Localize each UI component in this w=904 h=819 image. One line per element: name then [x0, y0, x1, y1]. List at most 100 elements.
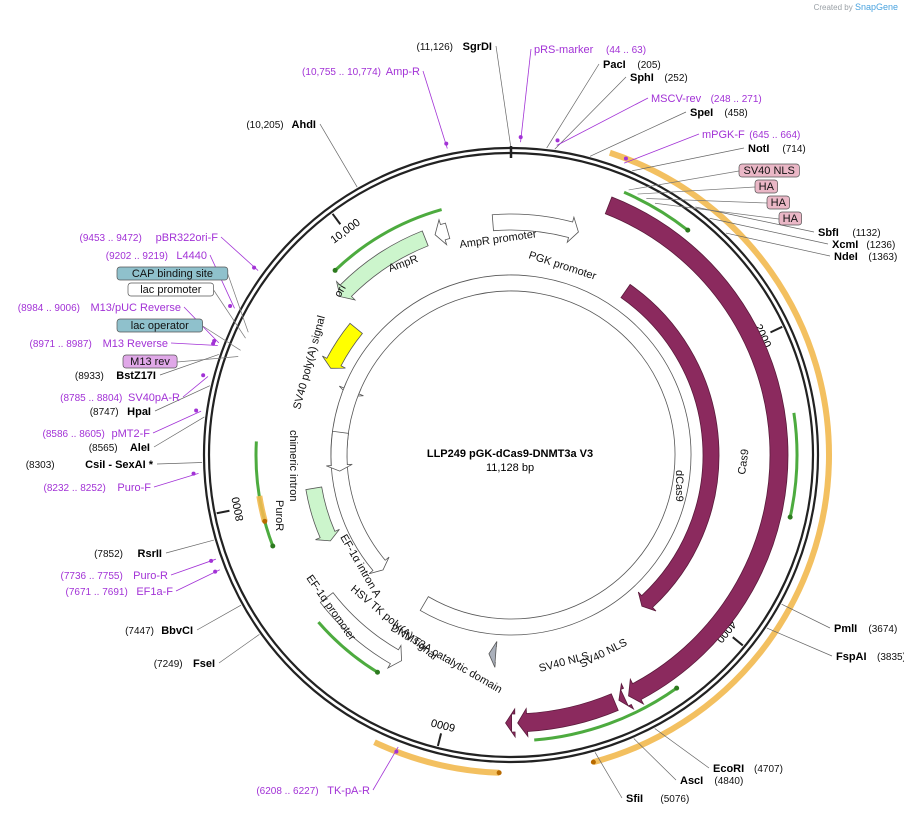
primer-label[interactable]: pRS-marker	[534, 44, 594, 56]
enzyme-coordinate: (252)	[664, 73, 687, 84]
feature-arrow[interactable]	[491, 213, 579, 244]
primer-label[interactable]: Amp-R	[386, 66, 420, 78]
orf-arc	[788, 412, 799, 518]
enzyme-label[interactable]: AhdI	[292, 119, 316, 131]
enzyme-leader-line	[165, 539, 215, 554]
enzyme-label[interactable]: BbvCI	[161, 625, 193, 637]
primer-coordinate: (6208 .. 6227)	[256, 786, 318, 797]
enzyme-label[interactable]: SbfI	[818, 227, 839, 239]
enzyme-label[interactable]: XcmI	[832, 239, 858, 251]
enzyme-coordinate: (3835)	[877, 652, 904, 663]
feature-arrow[interactable]	[305, 486, 340, 542]
feature-arrow[interactable]	[618, 682, 635, 711]
primer-label[interactable]: M13 Reverse	[103, 338, 168, 350]
feature-leader-line	[646, 198, 768, 204]
enzyme-label[interactable]: AscI	[680, 775, 703, 787]
enzyme-leader-line	[766, 627, 833, 657]
orf-arrow-tip	[374, 669, 380, 675]
primer-binding-mark	[211, 341, 216, 346]
primer-label[interactable]: M13/pUC Reverse	[91, 302, 181, 314]
primer-label[interactable]: TK-pA-R	[327, 785, 370, 797]
feature-tag-box[interactable]	[778, 211, 802, 226]
orf-arrow-tip	[674, 685, 680, 691]
enzyme-label[interactable]: EcoRI	[713, 763, 744, 775]
primer-leader-line	[623, 133, 700, 164]
enzyme-label[interactable]: AleI	[130, 442, 150, 454]
feature-tag-box[interactable]	[116, 266, 229, 281]
enzyme-label[interactable]: FspAI	[836, 651, 867, 663]
primer-leader-line	[182, 376, 209, 398]
enzyme-leader-line	[632, 147, 745, 172]
enzyme-label[interactable]: BstZ17I	[116, 370, 156, 382]
feature-arrow[interactable]	[322, 322, 363, 369]
primer-label[interactable]: mPGK-F	[702, 129, 745, 141]
enzyme-label[interactable]: CsiI - SexAI *	[85, 459, 154, 471]
primer-label[interactable]: EF1a-F	[136, 586, 173, 598]
enzyme-leader-line	[654, 728, 710, 769]
enzyme-label[interactable]: PacI	[603, 59, 626, 71]
feature-arrow[interactable]	[326, 430, 353, 472]
feature-leader-line	[628, 170, 740, 191]
orf-arc	[534, 686, 678, 742]
primer-label[interactable]: L4440	[176, 250, 207, 262]
feature-arrow[interactable]	[335, 230, 429, 301]
feature-tag-box[interactable]	[122, 354, 178, 369]
enzyme-coordinate: (11,126)	[416, 42, 453, 53]
feature-arrow[interactable]	[488, 641, 498, 668]
primer-label[interactable]: Puro-R	[133, 570, 168, 582]
enzyme-coordinate: (7249)	[154, 659, 183, 670]
feature-arrow[interactable]	[517, 693, 619, 738]
enzyme-label[interactable]: SgrDI	[463, 41, 492, 53]
primer-binding-mark	[518, 135, 523, 140]
orf-arrow-tip	[270, 543, 276, 549]
primer-binding-mark	[194, 408, 199, 413]
feature-tag-box[interactable]	[127, 282, 214, 297]
feature-name-label: AmpR promoter	[459, 228, 538, 251]
snapgene-logo-text: SnapGene	[854, 2, 898, 12]
primer-label[interactable]: pMT2-F	[112, 428, 151, 440]
feature-tag-box[interactable]	[116, 318, 203, 333]
enzyme-label[interactable]: SphI	[630, 72, 654, 84]
primer-label[interactable]: SV40pA-R	[128, 392, 180, 404]
feature-tag-box[interactable]	[754, 179, 778, 194]
enzyme-coordinate: (3674)	[868, 624, 897, 635]
orf-arc	[254, 441, 275, 547]
enzyme-coordinate: (4840)	[714, 776, 743, 787]
feature-leader-line	[637, 186, 756, 195]
enzyme-label[interactable]: NotI	[748, 143, 769, 155]
feature-arrow[interactable]	[434, 218, 451, 246]
enzyme-label[interactable]: RsrII	[138, 548, 162, 560]
orf-arrow-tip	[332, 267, 338, 273]
feature-leader-line	[213, 289, 246, 339]
enzyme-label[interactable]: HpaI	[127, 406, 151, 418]
created-by-text: Created by	[813, 3, 853, 12]
enzyme-leader-line	[594, 752, 623, 799]
feature-arrow[interactable]	[620, 283, 720, 612]
scale-tick	[331, 213, 342, 225]
primer-leader-line	[170, 558, 216, 576]
primer-label[interactable]: pBR322ori-F	[156, 232, 219, 244]
enzyme-label[interactable]: SpeI	[690, 107, 713, 119]
enzyme-label[interactable]: SfiI	[626, 793, 643, 805]
orf-arrow-tip	[496, 770, 502, 776]
enzyme-label[interactable]: PmlI	[834, 623, 857, 635]
feature-tag-box[interactable]	[766, 195, 790, 210]
enzyme-leader-line	[159, 354, 219, 376]
primer-binding-mark	[623, 156, 628, 161]
primer-label[interactable]: Puro-F	[117, 482, 151, 494]
enzyme-leader-line	[554, 76, 627, 150]
enzyme-label[interactable]: NdeI	[834, 251, 858, 263]
feature-name-label: ori	[332, 283, 349, 300]
primer-coordinate: (10,755 .. 10,774)	[302, 67, 381, 78]
feature-arrow[interactable]	[604, 196, 789, 705]
feature-tag-box[interactable]	[738, 163, 800, 178]
enzyme-coordinate: (205)	[637, 60, 660, 71]
primer-coordinate: (248 .. 271)	[711, 94, 762, 105]
primer-binding-mark	[252, 265, 257, 270]
primer-label[interactable]: MSCV-rev	[651, 93, 702, 105]
snapgene-watermark: Created by SnapGene	[814, 2, 898, 12]
feature-arrow[interactable]	[330, 274, 692, 636]
feature-arrow[interactable]	[505, 707, 516, 739]
enzyme-label[interactable]: FseI	[193, 658, 215, 670]
feature-arrow[interactable]	[319, 592, 402, 670]
